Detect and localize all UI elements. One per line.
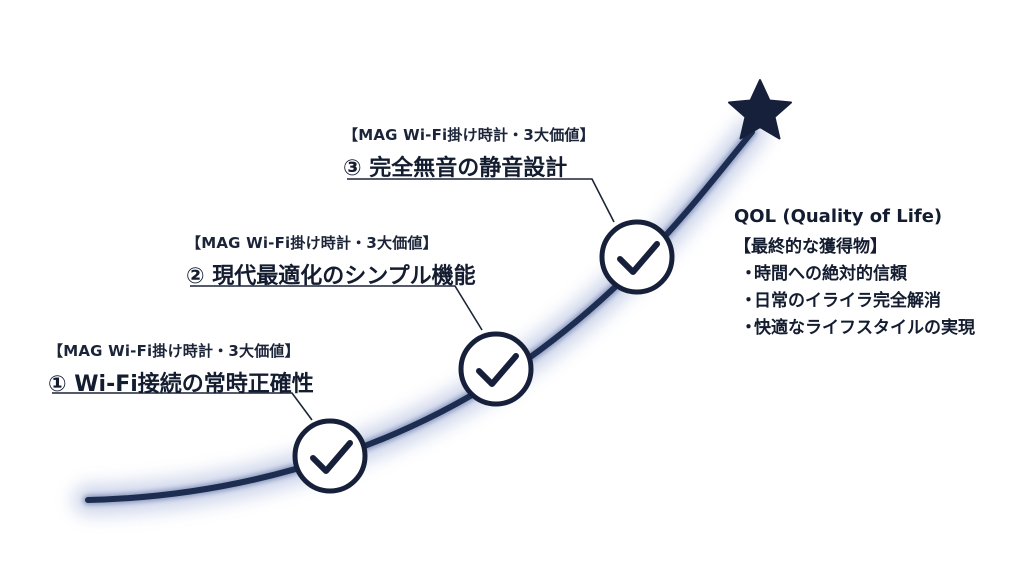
goal-list-item: ・快適なライフスタイルの実現 [740,315,975,342]
bullet-mark: ・ [740,318,757,338]
milestone-2-marker [458,331,534,407]
milestone-2-label: 【MAG Wi-Fi掛け時計・3大価値】 ② 現代最適化のシンプル機能 [186,232,476,290]
bullet-mark: ・ [740,264,757,284]
goal-title: QOL (Quality of Life) [734,206,943,227]
leader-line-2 [190,285,483,331]
milestone-2-title: ② 現代最適化のシンプル機能 [186,264,476,289]
milestone-3-marker [599,219,675,295]
growth-curve-shadow [83,127,757,505]
milestone-1-label: 【MAG Wi-Fi掛け時計・3大価値】 ① Wi-Fi接続の常時正確性 [48,340,314,398]
growth-curve [85,129,755,503]
leader-line-3 [347,178,615,223]
check-icon [476,353,519,387]
milestone-1-title: ① Wi-Fi接続の常時正確性 [48,372,314,397]
goal-subtitle: 【最終的な獲得物】 [734,237,887,257]
star-icon [728,79,792,140]
milestone-3-caption: 【MAG Wi-Fi掛け時計・3大価値】 [343,126,595,144]
goal-list-item: ・時間への絶対的信頼 [740,261,975,288]
milestone-2-caption: 【MAG Wi-Fi掛け時計・3大価値】 [186,234,438,252]
goal-panel: QOL (Quality of Life) 【最終的な獲得物】 ・時間への絶対的… [734,206,975,342]
check-icon [617,241,660,275]
milestone-1-marker [292,418,368,494]
milestone-1-caption: 【MAG Wi-Fi掛け時計・3大価値】 [48,342,300,360]
goal-list: ・時間への絶対的信頼 ・日常のイライラ完全解消 ・快適なライフスタイルの実現 [740,261,975,342]
check-icon [310,440,353,474]
goal-list-item: ・日常のイライラ完全解消 [740,288,975,315]
leader-line-1 [52,392,313,421]
milestone-3-label: 【MAG Wi-Fi掛け時計・3大価値】 ③ 完全無音の静音設計 [343,124,595,182]
milestone-3-title: ③ 完全無音の静音設計 [343,156,568,181]
growth-curve-glow [73,117,767,515]
bullet-mark: ・ [740,291,757,311]
